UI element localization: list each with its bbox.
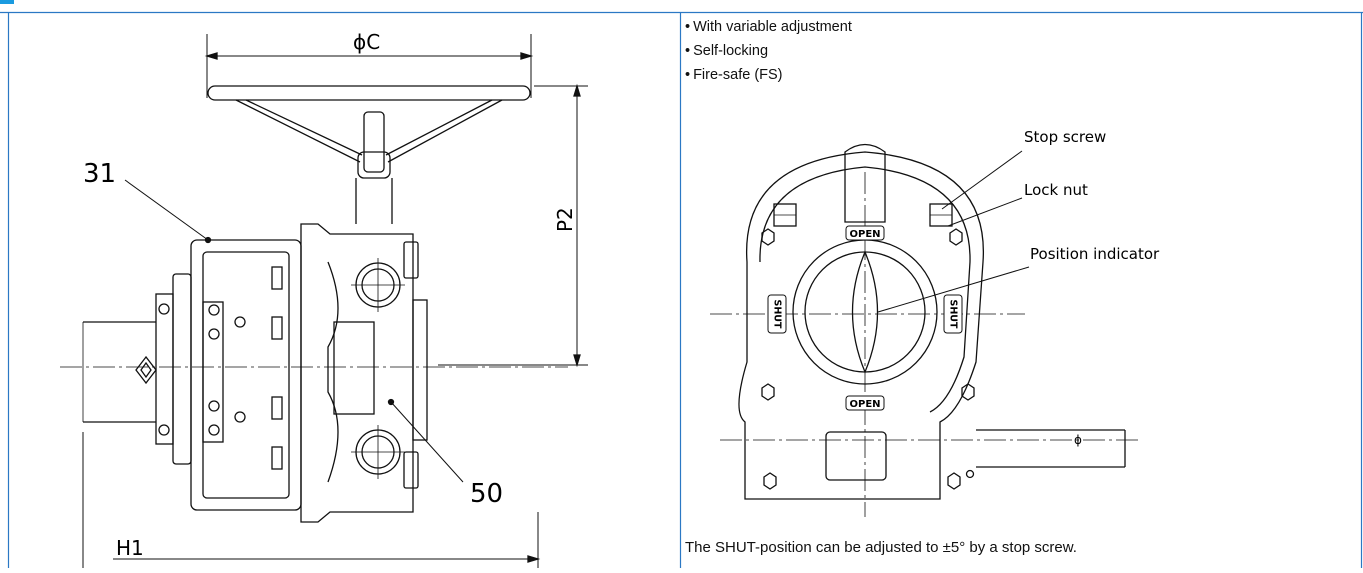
open-text: OPEN: [849, 229, 880, 240]
label-stop-screw: Stop screw: [1024, 128, 1106, 146]
front-view-panel: •With variable adjustment •Self-locking …: [680, 12, 1363, 568]
feature-item: •Fire-safe (FS): [685, 63, 852, 87]
dim-length-label: H1: [116, 536, 144, 560]
label-lock-nut: Lock nut: [1024, 181, 1088, 199]
shaft-symbol: ϕ: [1074, 433, 1082, 447]
shut-marking-left: SHUT: [767, 294, 787, 334]
bullet: •: [685, 67, 691, 83]
shut-text: SHUT: [772, 300, 783, 330]
heading-accent: [0, 0, 14, 4]
feature-list: •With variable adjustment •Self-locking …: [685, 15, 852, 87]
open-text: OPEN: [849, 399, 880, 410]
bullet: •: [685, 19, 691, 35]
dim-diameter-label: ϕC: [353, 30, 380, 54]
dim-height-label: P2: [553, 207, 577, 232]
part-callout-31: 31: [83, 159, 116, 189]
adjustment-note: The SHUT-position can be adjusted to ±5°…: [685, 539, 1077, 556]
side-view-panel: ϕC P2 H1 31 50: [8, 12, 680, 568]
open-marking-top: OPEN: [845, 225, 885, 241]
front-view-drawing: OPEN OPEN SHUT SHUT ϕ Stop screw Lock nu…: [710, 128, 1160, 517]
shut-marking-right: SHUT: [943, 294, 963, 334]
feature-item: •With variable adjustment: [685, 15, 852, 39]
feature-text: With variable adjustment: [693, 19, 852, 35]
feature-item: •Self-locking: [685, 39, 852, 63]
part-callout-50: 50: [470, 479, 503, 509]
shut-text: SHUT: [948, 300, 959, 330]
open-marking-bottom: OPEN: [845, 395, 885, 411]
bullet: •: [685, 43, 691, 59]
feature-text: Self-locking: [693, 43, 769, 59]
feature-text: Fire-safe (FS): [693, 67, 783, 83]
side-view-drawing: ϕC P2 H1 31 50: [60, 30, 588, 568]
label-position-indicator: Position indicator: [1030, 245, 1160, 263]
